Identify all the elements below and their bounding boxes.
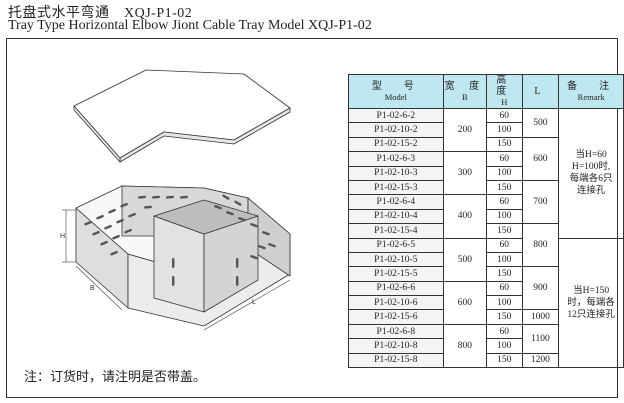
length-cell: 1000 xyxy=(521,309,560,325)
height-cell: 150 xyxy=(486,309,523,325)
length-cell: 600 xyxy=(521,136,560,181)
height-cell: 100 xyxy=(486,338,523,354)
height-cell: 150 xyxy=(486,266,523,282)
tray-cover xyxy=(73,69,291,163)
width-cell: 800 xyxy=(442,323,488,369)
model-cell: P1-02-10-5 xyxy=(348,251,444,268)
length-cell: 1100 xyxy=(521,323,560,354)
table-row: P1-02-6-3 300 60 xyxy=(348,151,624,196)
height-cell: 100 xyxy=(486,251,523,268)
height-cell: 100 xyxy=(486,295,523,311)
title-english: Tray Type Horizontal Elbow Jiont Cable T… xyxy=(8,18,372,33)
height-cell: 150 xyxy=(486,136,523,153)
model-cell: P1-02-15-4 xyxy=(348,223,444,239)
dimension-label-b: B xyxy=(90,285,95,292)
model-cell: P1-02-15-8 xyxy=(348,352,444,369)
dimension-label-h: H xyxy=(60,233,65,240)
model-cell: P1-02-6-3 xyxy=(348,151,444,167)
width-cell: 200 xyxy=(442,107,488,153)
length-cell: 900 xyxy=(521,266,560,311)
model-cell: P1-02-15-5 xyxy=(348,266,444,282)
model-cell: P1-02-6-6 xyxy=(348,280,444,297)
model-cell: P1-02-15-2 xyxy=(348,136,444,153)
tray-body xyxy=(75,185,291,327)
height-cell: 60 xyxy=(486,107,523,124)
height-cell: 150 xyxy=(486,179,523,196)
table-row: P1-02-15-4 150 800 xyxy=(348,223,624,268)
width-cell: 600 xyxy=(442,280,488,325)
table-row: P1-02-15-8 150 1200 xyxy=(348,352,624,369)
model-cell: P1-02-6-2 xyxy=(348,107,444,124)
model-cell: P1-02-10-3 xyxy=(348,165,444,181)
height-cell: 60 xyxy=(486,194,523,210)
table-row: P1-02-10-8 100 xyxy=(348,338,624,354)
width-cell: 500 xyxy=(442,237,488,282)
table-row: P1-02-15-3 150 700 xyxy=(348,179,624,225)
dimension-label-l: L xyxy=(252,299,256,306)
height-cell: 100 xyxy=(486,122,523,138)
height-cell: 100 xyxy=(486,165,523,181)
model-cell: P1-02-10-4 xyxy=(348,208,444,225)
model-cell: P1-02-6-4 xyxy=(348,194,444,210)
width-cell: 400 xyxy=(442,194,488,239)
height-cell: 60 xyxy=(486,280,523,297)
height-cell: 100 xyxy=(486,208,523,225)
order-note: 注：订货时，请注明是否带盖。 xyxy=(24,369,207,384)
width-cell: 300 xyxy=(442,151,488,196)
tray-slots xyxy=(84,194,276,286)
table-row: P1-02-10-5 100 xyxy=(348,251,624,268)
height-cell: 150 xyxy=(486,223,523,239)
table-row: P1-02-10-2 100 xyxy=(348,122,624,138)
table-row: P1-02-6-4 400 60 xyxy=(348,194,624,239)
length-cell: 500 xyxy=(521,108,560,138)
model-cell: P1-02-15-3 xyxy=(348,179,444,196)
elbow-tray-drawing: H B L xyxy=(60,69,291,331)
model-cell: P1-02-6-8 xyxy=(348,323,444,340)
header-length: L xyxy=(521,74,560,109)
model-cell: P1-02-6-5 xyxy=(348,237,444,253)
title-chinese: 托盘式水平弯通 XQJ-P1-02 xyxy=(8,6,193,21)
model-cell: P1-02-10-6 xyxy=(348,295,444,311)
height-cell: 60 xyxy=(486,323,523,340)
model-cell: P1-02-10-2 xyxy=(348,122,444,138)
dimension-lines xyxy=(62,209,291,331)
height-cell: 60 xyxy=(486,151,523,167)
model-cell: P1-02-15-6 xyxy=(348,309,444,325)
length-cell: 700 xyxy=(521,179,560,225)
table-row: P1-02-15-5 150 900 xyxy=(348,266,624,311)
length-cell: 1200 xyxy=(521,352,560,369)
height-cell: 150 xyxy=(486,352,523,369)
height-cell: 60 xyxy=(486,237,523,253)
model-cell: P1-02-10-8 xyxy=(348,338,444,354)
table-row: P1-02-6-8 800 60 1100 xyxy=(348,323,624,369)
length-cell: 800 xyxy=(521,223,560,268)
